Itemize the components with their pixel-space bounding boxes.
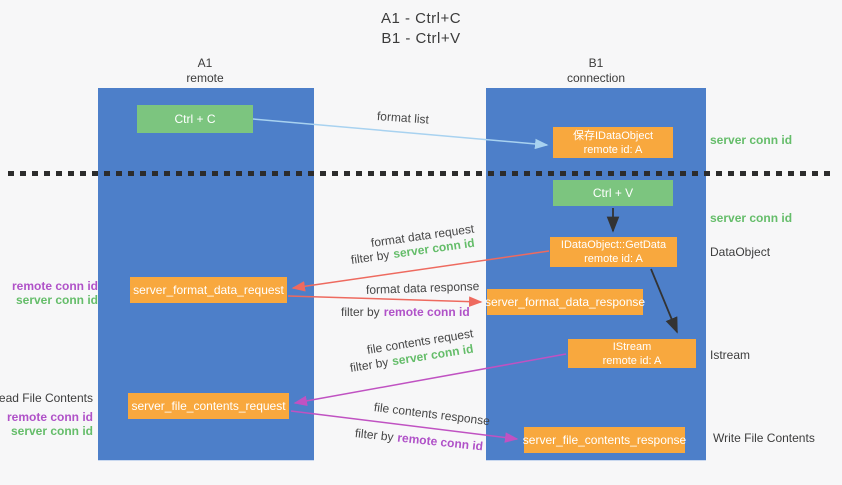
left-column-header: A1 remote [155, 56, 255, 86]
save-idataobject-remote-id: remote id: A [583, 143, 643, 156]
idataobject-getdata-box: IDataObject::GetData remote id: A [550, 237, 677, 267]
format-list-text: format list [376, 109, 430, 127]
write-file-contents-annotation: Write File Contents [713, 431, 815, 445]
server-format-data-response-box: server_format_data_response [484, 289, 646, 315]
server-conn-id-annotation-top: server conn id [710, 133, 793, 147]
istream-box: IStream remote id: A [568, 339, 696, 368]
istream-remote-id: remote id: A [602, 354, 662, 367]
server-file-contents-request-label: server_file_contents_request [131, 399, 286, 413]
left-column-id: A1 [197, 56, 213, 70]
ctrl-c-label: Ctrl + C [174, 112, 216, 126]
remote-conn-id-keyword: remote conn id [396, 430, 484, 454]
remote-conn-id-keyword: remote conn id [383, 305, 470, 319]
server-conn-id-annotation-2: server conn id [10, 424, 93, 438]
filter-by-text: filter by [354, 426, 395, 445]
server-file-contents-request-box: server_file_contents_request [128, 393, 289, 419]
filter-by-text: filter by [341, 305, 380, 319]
server-file-contents-response-box: server_file_contents_response [522, 427, 687, 453]
server-conn-id-annotation-mid: server conn id [710, 211, 793, 225]
title-line-2: B1 - Ctrl+V [381, 30, 461, 47]
save-idataobject-box: 保存IDataObject remote id: A [553, 127, 673, 158]
arrow-format-data-response [287, 295, 483, 307]
filter-by-text: filter by [350, 247, 391, 267]
ctrl-v-box: Ctrl + V [553, 180, 673, 206]
remote-conn-id-annotation-1: remote conn id [11, 279, 98, 293]
diagram-title: A1 - Ctrl+C B1 - Ctrl+V [0, 9, 842, 49]
phase-separator-dotted-line [8, 171, 835, 176]
server-format-data-request-label: server_format_data_request [133, 283, 284, 297]
ctrl-c-box: Ctrl + C [137, 105, 253, 133]
save-idataobject-label: 保存IDataObject [572, 129, 654, 142]
file-contents-response-label: file contents response [373, 400, 491, 428]
file-contents-response-text: file contents response [373, 400, 491, 429]
getdata-label: IDataObject::GetData [560, 239, 667, 251]
format-data-response-text: format data response [365, 279, 480, 297]
istream-annotation: Istream [710, 348, 751, 362]
ctrl-v-label: Ctrl + V [592, 186, 634, 200]
server-conn-id-annotation-1: server conn id [15, 293, 98, 307]
read-file-contents-annotation: Read File Contents [0, 391, 93, 405]
server-file-contents-response-label: server_file_contents_response [522, 433, 687, 447]
remote-conn-id-annotation-2: remote conn id [6, 410, 93, 424]
format-list-label: format list [377, 109, 430, 127]
istream-label: IStream [612, 340, 652, 353]
server-format-data-request-box: server_format_data_request [130, 277, 287, 303]
format-data-response-label: format data response [366, 279, 480, 297]
right-column-subtitle: connection [566, 71, 626, 85]
dataobject-annotation: DataObject [710, 245, 771, 259]
right-column-header: B1 connection [546, 56, 646, 86]
filter-by-text: filter by [348, 355, 390, 375]
right-column-id: B1 [588, 56, 604, 70]
getdata-remote-id: remote id: A [584, 253, 643, 265]
left-column-subtitle: remote [186, 71, 224, 85]
title-line-1: A1 - Ctrl+C [380, 10, 462, 27]
server-format-data-response-label: server_format_data_response [484, 295, 646, 309]
